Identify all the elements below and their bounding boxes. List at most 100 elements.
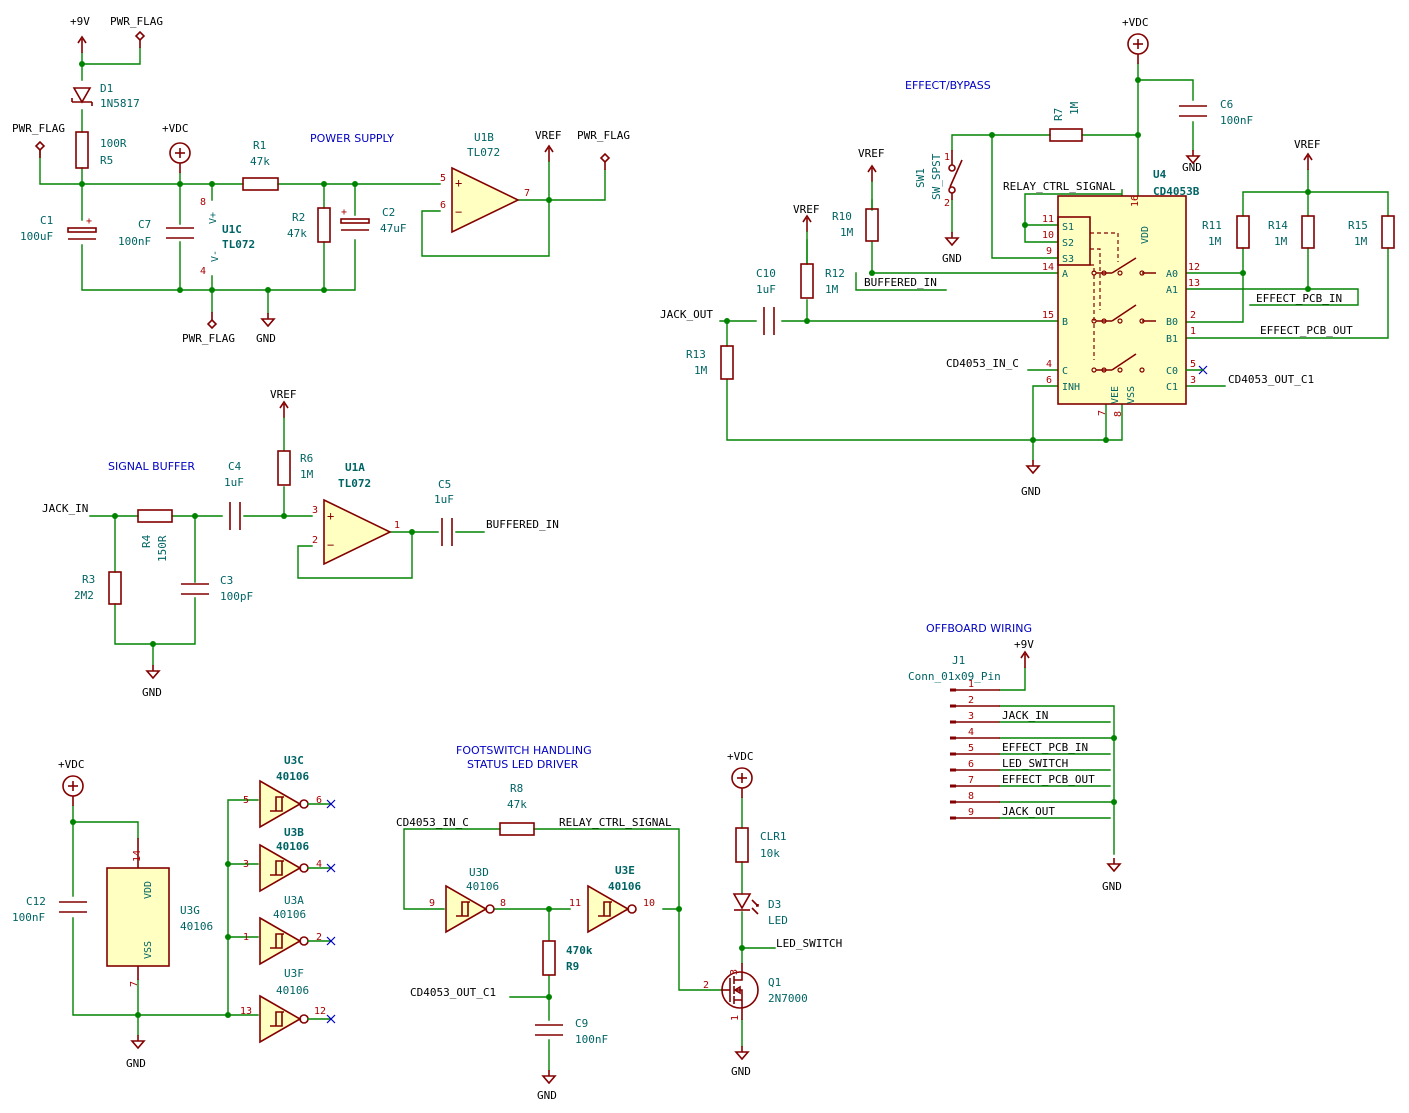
svg-text:TL072: TL072 [222,238,255,251]
svg-text:VREF: VREF [535,129,562,142]
connector-pin: 1 [950,679,1000,692]
svg-text:10: 10 [643,898,655,909]
vref-symbol: VREF [535,129,562,201]
svg-text:U3G: U3G [180,904,200,917]
svg-text:8: 8 [1113,411,1124,417]
svg-text:11: 11 [1042,214,1054,225]
pwr-flag-symbol: PWR_FLAG [110,15,163,49]
gnd-symbol: GND [1021,459,1041,498]
svg-text:SW1: SW1 [914,168,927,188]
svg-text:GND: GND [126,1057,146,1070]
connector-pin-number: 9 [968,807,974,818]
svg-text:15: 15 [1042,310,1054,321]
svg-text:3: 3 [243,859,249,870]
gnd-symbol: GND [1102,857,1122,893]
svg-text:R14: R14 [1268,219,1288,232]
vref-symbol: VREF [858,147,885,209]
svg-text:9: 9 [429,898,435,909]
section-titles: POWER SUPPLY SIGNAL BUFFER EFFECT/BYPASS… [108,79,1032,771]
svg-text:GND: GND [256,332,276,345]
opamp-u1b: + − 5 6 7 U1B TL072 [440,131,530,234]
resistor-r12: R12 1M [800,263,845,299]
svg-text:1: 1 [944,152,950,163]
schmitt-array-section: +VDC C12 100nF 14 7 VDD VSS U3G 40106 GN… [12,754,336,1070]
svg-text:1M: 1M [300,468,314,481]
svg-text:A0: A0 [1166,269,1178,280]
svg-text:C10: C10 [756,267,776,280]
svg-text:R9: R9 [566,960,579,973]
svg-text:+: + [455,176,462,190]
capacitor-c1: + C1 100uF [20,214,97,243]
svg-text:1: 1 [730,1015,741,1021]
net-label-buffered-in: BUFFERED_IN [486,518,559,531]
svg-text:4: 4 [200,266,206,277]
signal-buffer-title: SIGNAL BUFFER [108,460,195,473]
svg-text:3: 3 [312,505,318,516]
connector-pin-number: 4 [968,727,974,738]
svg-text:U3D: U3D [469,866,489,879]
svg-text:40106: 40106 [466,880,499,893]
connector-net-label: JACK_OUT [1002,805,1055,818]
svg-text:R6: R6 [300,452,313,465]
svg-text:2: 2 [1190,310,1196,321]
svg-text:150R: 150R [156,535,169,562]
resistor-r6: R6 1M [277,450,314,486]
schmitt-u3d: 9 8 U3D 40106 [429,866,506,933]
signal-buffer-section: JACK_IN R4 150R R3 2M2 C3 100pF C4 1uF V… [42,388,559,699]
svg-text:2N7000: 2N7000 [768,992,808,1005]
resistor-r2: R2 47k [287,207,331,243]
svg-text:PWR_FLAG: PWR_FLAG [577,129,630,142]
svg-text:6: 6 [316,795,322,806]
connector-pin: 9 JACK_OUT [950,805,1111,820]
svg-text:U4: U4 [1153,168,1167,181]
switch-sw1: 1 2 SW1 SW_SPST [914,150,963,209]
connector-j1: J1 Conn_01x09_Pin [908,654,1001,683]
svg-text:−: − [327,538,334,552]
svg-text:100uF: 100uF [20,230,53,243]
connector-pin-number: 8 [968,791,974,802]
svg-text:R2: R2 [292,211,305,224]
svg-text:7: 7 [524,188,530,199]
resistor-r9: 470k R9 [542,940,593,976]
svg-text:8: 8 [500,898,506,909]
schmitt-u3f: 13 12 U3F 40106 [240,967,336,1043]
capacitor-c9: C9 100nF [535,1017,608,1046]
svg-text:+9V: +9V [70,15,90,28]
connector-pin-number: 2 [968,695,974,706]
svg-text:5: 5 [440,173,446,184]
svg-text:SW_SPST: SW_SPST [930,153,943,200]
svg-text:C12: C12 [26,895,46,908]
net-label-cd4053-out-c1: CD4053_OUT_C1 [410,986,496,999]
svg-text:47k: 47k [287,227,307,240]
svg-text:U3B: U3B [284,826,304,839]
resistor-r10: R10 1M [832,208,879,242]
svg-text:VREF: VREF [858,147,885,160]
connector-pin-number: 6 [968,759,974,770]
resistor-r4: R4 150R [137,509,173,562]
schmitt-u3e: 11 10 U3E 40106 [569,864,655,933]
svg-text:S2: S2 [1062,238,1074,249]
svg-text:C4: C4 [228,460,242,473]
svg-text:R13: R13 [686,348,706,361]
capacitor-c3: C3 100pF [181,574,253,603]
svg-text:GND: GND [1021,485,1041,498]
svg-text:40106: 40106 [608,880,641,893]
opamp-u1a: + − 3 2 1 U1A TL072 [312,461,400,566]
svg-text:U1B: U1B [474,131,494,144]
svg-text:TL072: TL072 [467,146,500,159]
resistor-r8: R8 47k [499,782,535,836]
vref-symbol: VREF [793,203,820,265]
svg-text:B: B [1062,317,1068,328]
svg-text:47k: 47k [250,155,270,168]
svg-text:B1: B1 [1166,334,1178,345]
net-label-cd4053-out-c1: CD4053_OUT_C1 [1228,373,1314,386]
svg-text:VDD: VDD [143,881,154,899]
schmitt-u3b: 3 4 U3B 40106 [243,826,336,892]
svg-text:100pF: 100pF [220,590,253,603]
vdc-symbol: +VDC [162,122,191,174]
svg-text:R5: R5 [100,154,113,167]
svg-text:C7: C7 [138,218,151,231]
capacitor-c6: C6 100nF [1179,98,1253,127]
svg-text:100nF: 100nF [118,235,151,248]
